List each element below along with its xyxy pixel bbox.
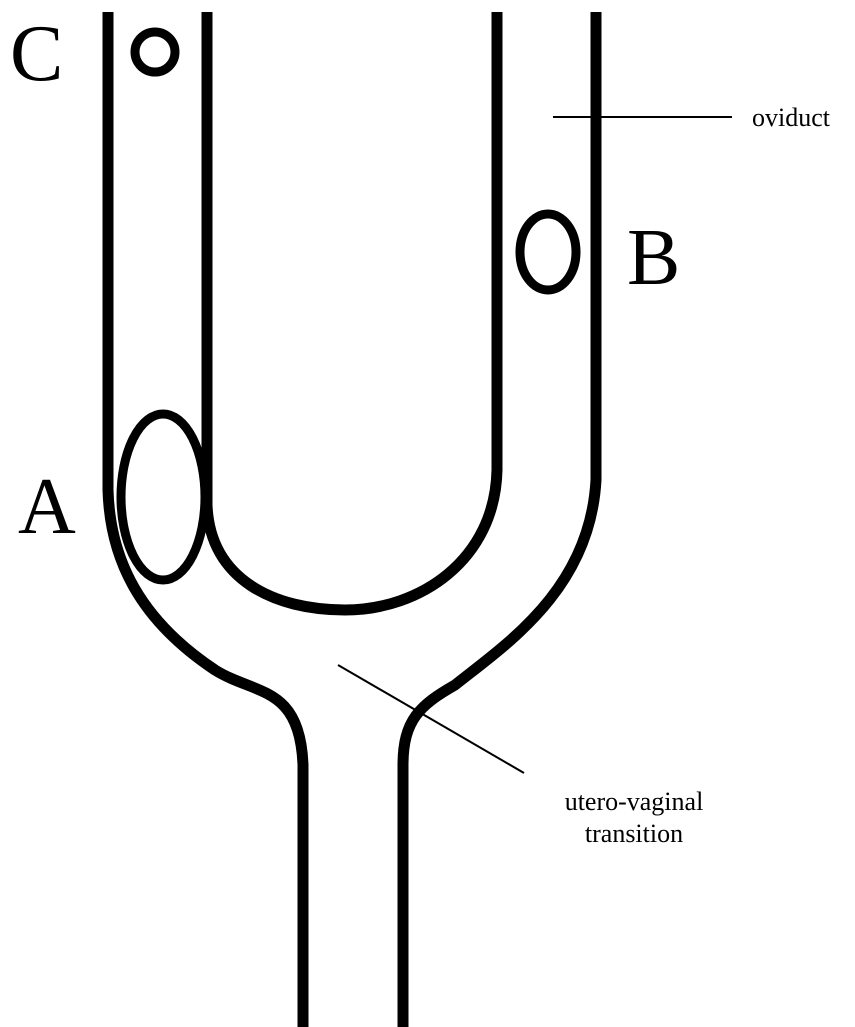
oval-c	[135, 32, 175, 72]
oval-a	[121, 414, 205, 580]
inner-u-junction-wall	[207, 12, 497, 610]
label-b: B	[627, 214, 680, 302]
oval-b	[520, 214, 576, 290]
label-a: A	[18, 463, 76, 551]
transition-leader-line	[338, 665, 524, 773]
oviduct-label: oviduct	[752, 103, 831, 132]
label-c: C	[10, 10, 63, 98]
transition-label-line2: transition	[585, 819, 683, 848]
transition-label-line1: utero-vaginal	[565, 787, 704, 816]
